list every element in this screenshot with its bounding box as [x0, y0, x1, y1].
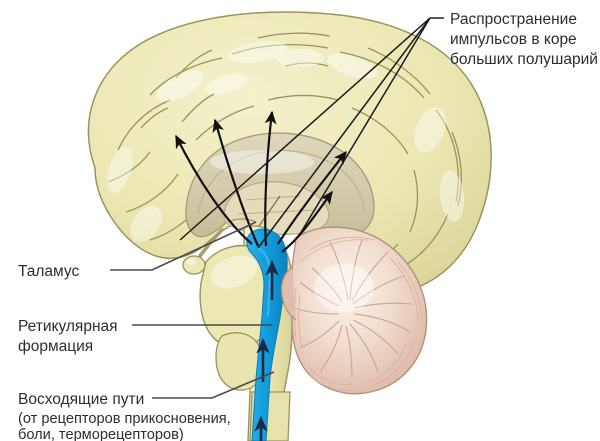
cerebellum	[280, 226, 428, 395]
label-thalamus-line1: Таламус	[18, 263, 79, 280]
label-ascending-pathways-line1: Восходящие пути	[18, 391, 144, 408]
corpus-callosum	[185, 132, 375, 239]
cerebellar-peduncle	[280, 267, 297, 321]
cortical-impulse-arrows	[175, 110, 347, 253]
label-cortical-spread-line3: больших полушарий	[450, 51, 598, 68]
label-ascending-pathways-line2: (от рецепторов прикосновения,	[18, 411, 231, 427]
cortex-gyri-highlights	[107, 41, 465, 242]
leader-cortical-spread	[179, 17, 444, 249]
label-reticular-formation-line1: Ретикулярная	[18, 318, 118, 335]
arbor-vitae	[293, 239, 413, 379]
label-cortical-spread-line1: Распространение	[450, 11, 577, 28]
tract-direction-arrows	[254, 259, 279, 441]
label-reticular-formation: Ретикулярная формация	[18, 318, 118, 355]
cerebellum-folia	[294, 236, 423, 391]
label-thalamus: Таламус	[18, 263, 79, 280]
label-cortical-spread: Распространение импульсов в коре больших…	[450, 11, 598, 68]
label-ascending-pathways-line3: боли, терморецепторов)	[18, 427, 184, 441]
leader-thalamus	[110, 221, 257, 271]
label-cortical-spread-line2: импульсов в коре	[450, 31, 577, 48]
label-ascending-pathways: Восходящие пути (от рецепторов прикоснов…	[18, 391, 231, 441]
leader-ascending-pathways	[152, 371, 275, 399]
label-reticular-formation-line2: формация	[18, 338, 93, 355]
